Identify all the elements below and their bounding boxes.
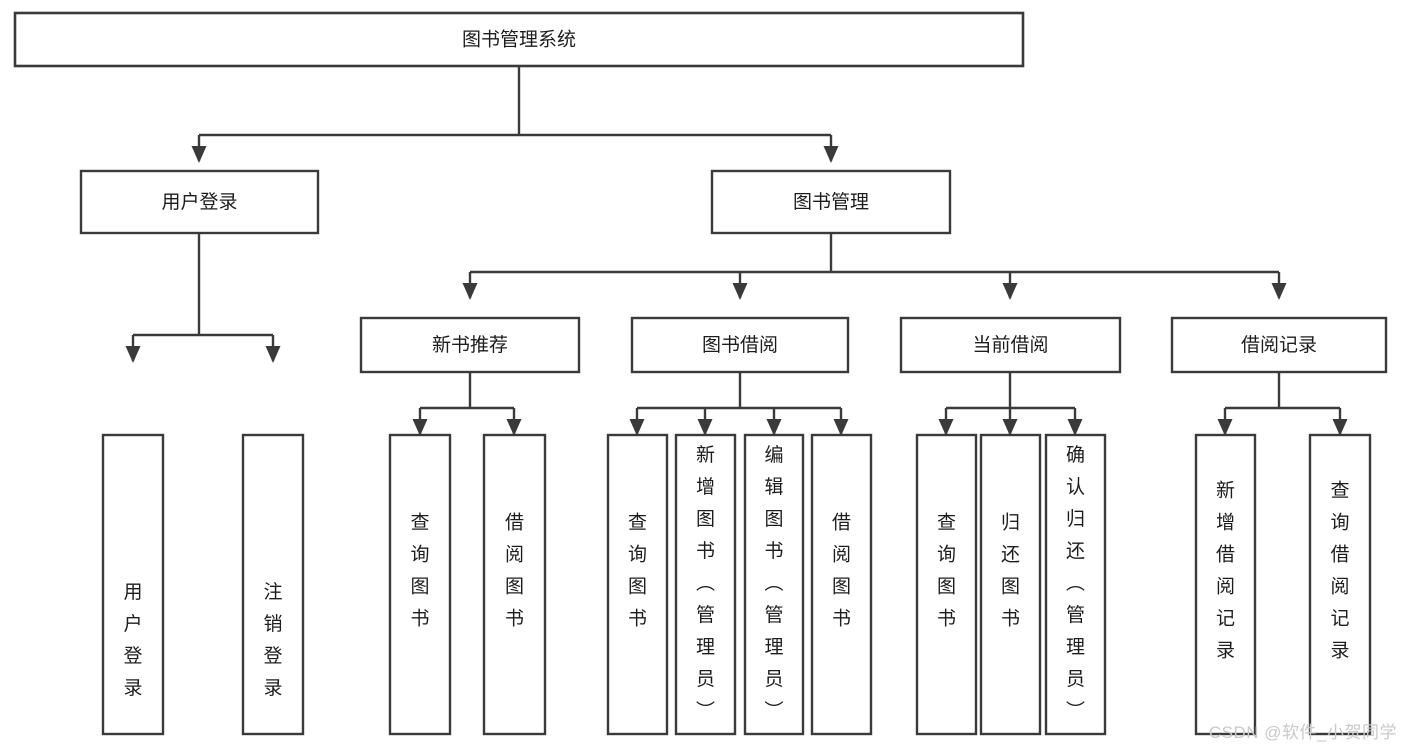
connector-bus-book-manage: [462, 233, 1287, 300]
node-leaf-query-borrow-record[interactable]: 查询借阅记录: [1308, 433, 1372, 736]
node-box[interactable]: [899, 316, 1122, 374]
node-box[interactable]: [359, 316, 581, 374]
arrow-head-icon: [766, 419, 782, 436]
node-box[interactable]: [630, 316, 850, 374]
connector-bus-root: [191, 66, 839, 163]
connector-layer: [125, 66, 1348, 436]
node-book-manage[interactable]: 图书管理: [710, 169, 952, 235]
node-label: 新增图书︵管理员︶: [696, 444, 715, 722]
node-box[interactable]: [1194, 433, 1257, 736]
node-label: 当前借阅: [972, 334, 1048, 356]
arrow-head-icon: [506, 419, 522, 436]
node-leaf-query-book-cur[interactable]: 查询图书: [915, 433, 978, 736]
arrow-head-icon: [462, 283, 478, 300]
arrow-head-icon: [1217, 419, 1233, 436]
csdn-watermark: CSDN @软件_小贺同学: [1208, 723, 1397, 742]
arrow-head-icon: [265, 346, 281, 363]
node-root[interactable]: 图书管理系统: [13, 11, 1025, 68]
arrow-head-icon: [191, 146, 207, 163]
node-leaf-return-book[interactable]: 归还图书: [979, 433, 1042, 736]
arrow-head-icon: [823, 146, 839, 163]
node-label: 新书推荐: [432, 334, 508, 356]
node-box[interactable]: [743, 433, 805, 736]
node-label: 查询图书: [628, 512, 647, 630]
arrow-head-icon: [1002, 283, 1018, 300]
node-label: 用户登录: [123, 582, 142, 699]
node-label: 借阅记录: [1241, 334, 1317, 356]
node-current-borrow[interactable]: 当前借阅: [899, 316, 1122, 374]
node-leaf-borrow-book-rec[interactable]: 借阅图书: [482, 433, 547, 736]
node-box[interactable]: [482, 433, 547, 736]
connector-bus-user-login: [125, 233, 281, 363]
node-box[interactable]: [979, 433, 1042, 736]
node-box[interactable]: [101, 433, 165, 736]
node-box[interactable]: [79, 169, 320, 235]
node-label: 查询图书: [937, 512, 956, 630]
node-box[interactable]: [606, 433, 669, 736]
node-leaf-user-login[interactable]: 用户登录: [101, 433, 165, 736]
node-box[interactable]: [810, 433, 873, 736]
node-label: 借阅图书: [505, 512, 524, 630]
arrow-head-icon: [833, 419, 849, 436]
node-label: 注销登录: [263, 581, 282, 699]
node-box[interactable]: [674, 433, 737, 736]
node-leaf-add-borrow-record[interactable]: 新增借阅记录: [1194, 433, 1257, 736]
node-label: 查询图书: [410, 512, 429, 630]
arrow-head-icon: [1067, 419, 1083, 436]
arrow-head-icon: [1332, 419, 1348, 436]
node-label: 确认归还︵管理员︶: [1066, 444, 1085, 722]
connector-bus-book-borrow: [629, 372, 849, 436]
connector-bus-borrow-record: [1217, 372, 1348, 436]
node-leaf-add-book-admin[interactable]: 新增图书︵管理员︶: [674, 433, 737, 736]
node-new-book-rec[interactable]: 新书推荐: [359, 316, 581, 374]
node-label: 查询借阅记录: [1330, 480, 1349, 662]
node-box[interactable]: [1044, 433, 1107, 736]
node-box[interactable]: [1170, 316, 1388, 374]
node-leaf-confirm-return-admin[interactable]: 确认归还︵管理员︶: [1044, 433, 1107, 736]
arrow-head-icon: [1271, 283, 1287, 300]
node-leaf-logout[interactable]: 注销登录: [241, 433, 305, 736]
node-label: 用户登录: [161, 191, 237, 213]
node-layer: 图书管理系统用户登录图书管理新书推荐图书借阅当前借阅借阅记录用户登录注销登录查询…: [13, 11, 1388, 736]
node-label: 图书借阅: [702, 334, 778, 356]
arrow-head-icon: [125, 346, 141, 363]
arrow-head-icon: [1002, 419, 1018, 436]
node-user-login[interactable]: 用户登录: [79, 169, 320, 235]
node-box[interactable]: [13, 11, 1025, 68]
node-box[interactable]: [241, 433, 305, 736]
node-label: 图书管理: [793, 191, 869, 213]
node-label: 借阅图书: [832, 512, 851, 630]
node-label: 编辑图书︵管理员︶: [764, 444, 783, 722]
node-leaf-query-book-borrow[interactable]: 查询图书: [606, 433, 669, 736]
arrow-head-icon: [697, 419, 713, 436]
node-box[interactable]: [915, 433, 978, 736]
node-leaf-borrow-book[interactable]: 借阅图书: [810, 433, 873, 736]
node-box[interactable]: [1308, 433, 1372, 736]
node-box[interactable]: [710, 169, 952, 235]
connector-bus-current-borrow: [938, 372, 1083, 436]
arrow-head-icon: [732, 283, 748, 300]
node-leaf-query-book-rec[interactable]: 查询图书: [388, 433, 452, 736]
node-leaf-edit-book-admin[interactable]: 编辑图书︵管理员︶: [743, 433, 805, 736]
node-book-borrow[interactable]: 图书借阅: [630, 316, 850, 374]
arrow-head-icon: [629, 419, 645, 436]
node-box[interactable]: [388, 433, 452, 736]
arrow-head-icon: [412, 419, 428, 436]
node-label: 归还图书: [1001, 512, 1020, 630]
node-borrow-record[interactable]: 借阅记录: [1170, 316, 1388, 374]
node-label: 新增借阅记录: [1216, 480, 1235, 662]
connector-bus-new-book-rec: [412, 372, 522, 436]
node-label: 图书管理系统: [462, 29, 576, 51]
arrow-head-icon: [938, 419, 954, 436]
